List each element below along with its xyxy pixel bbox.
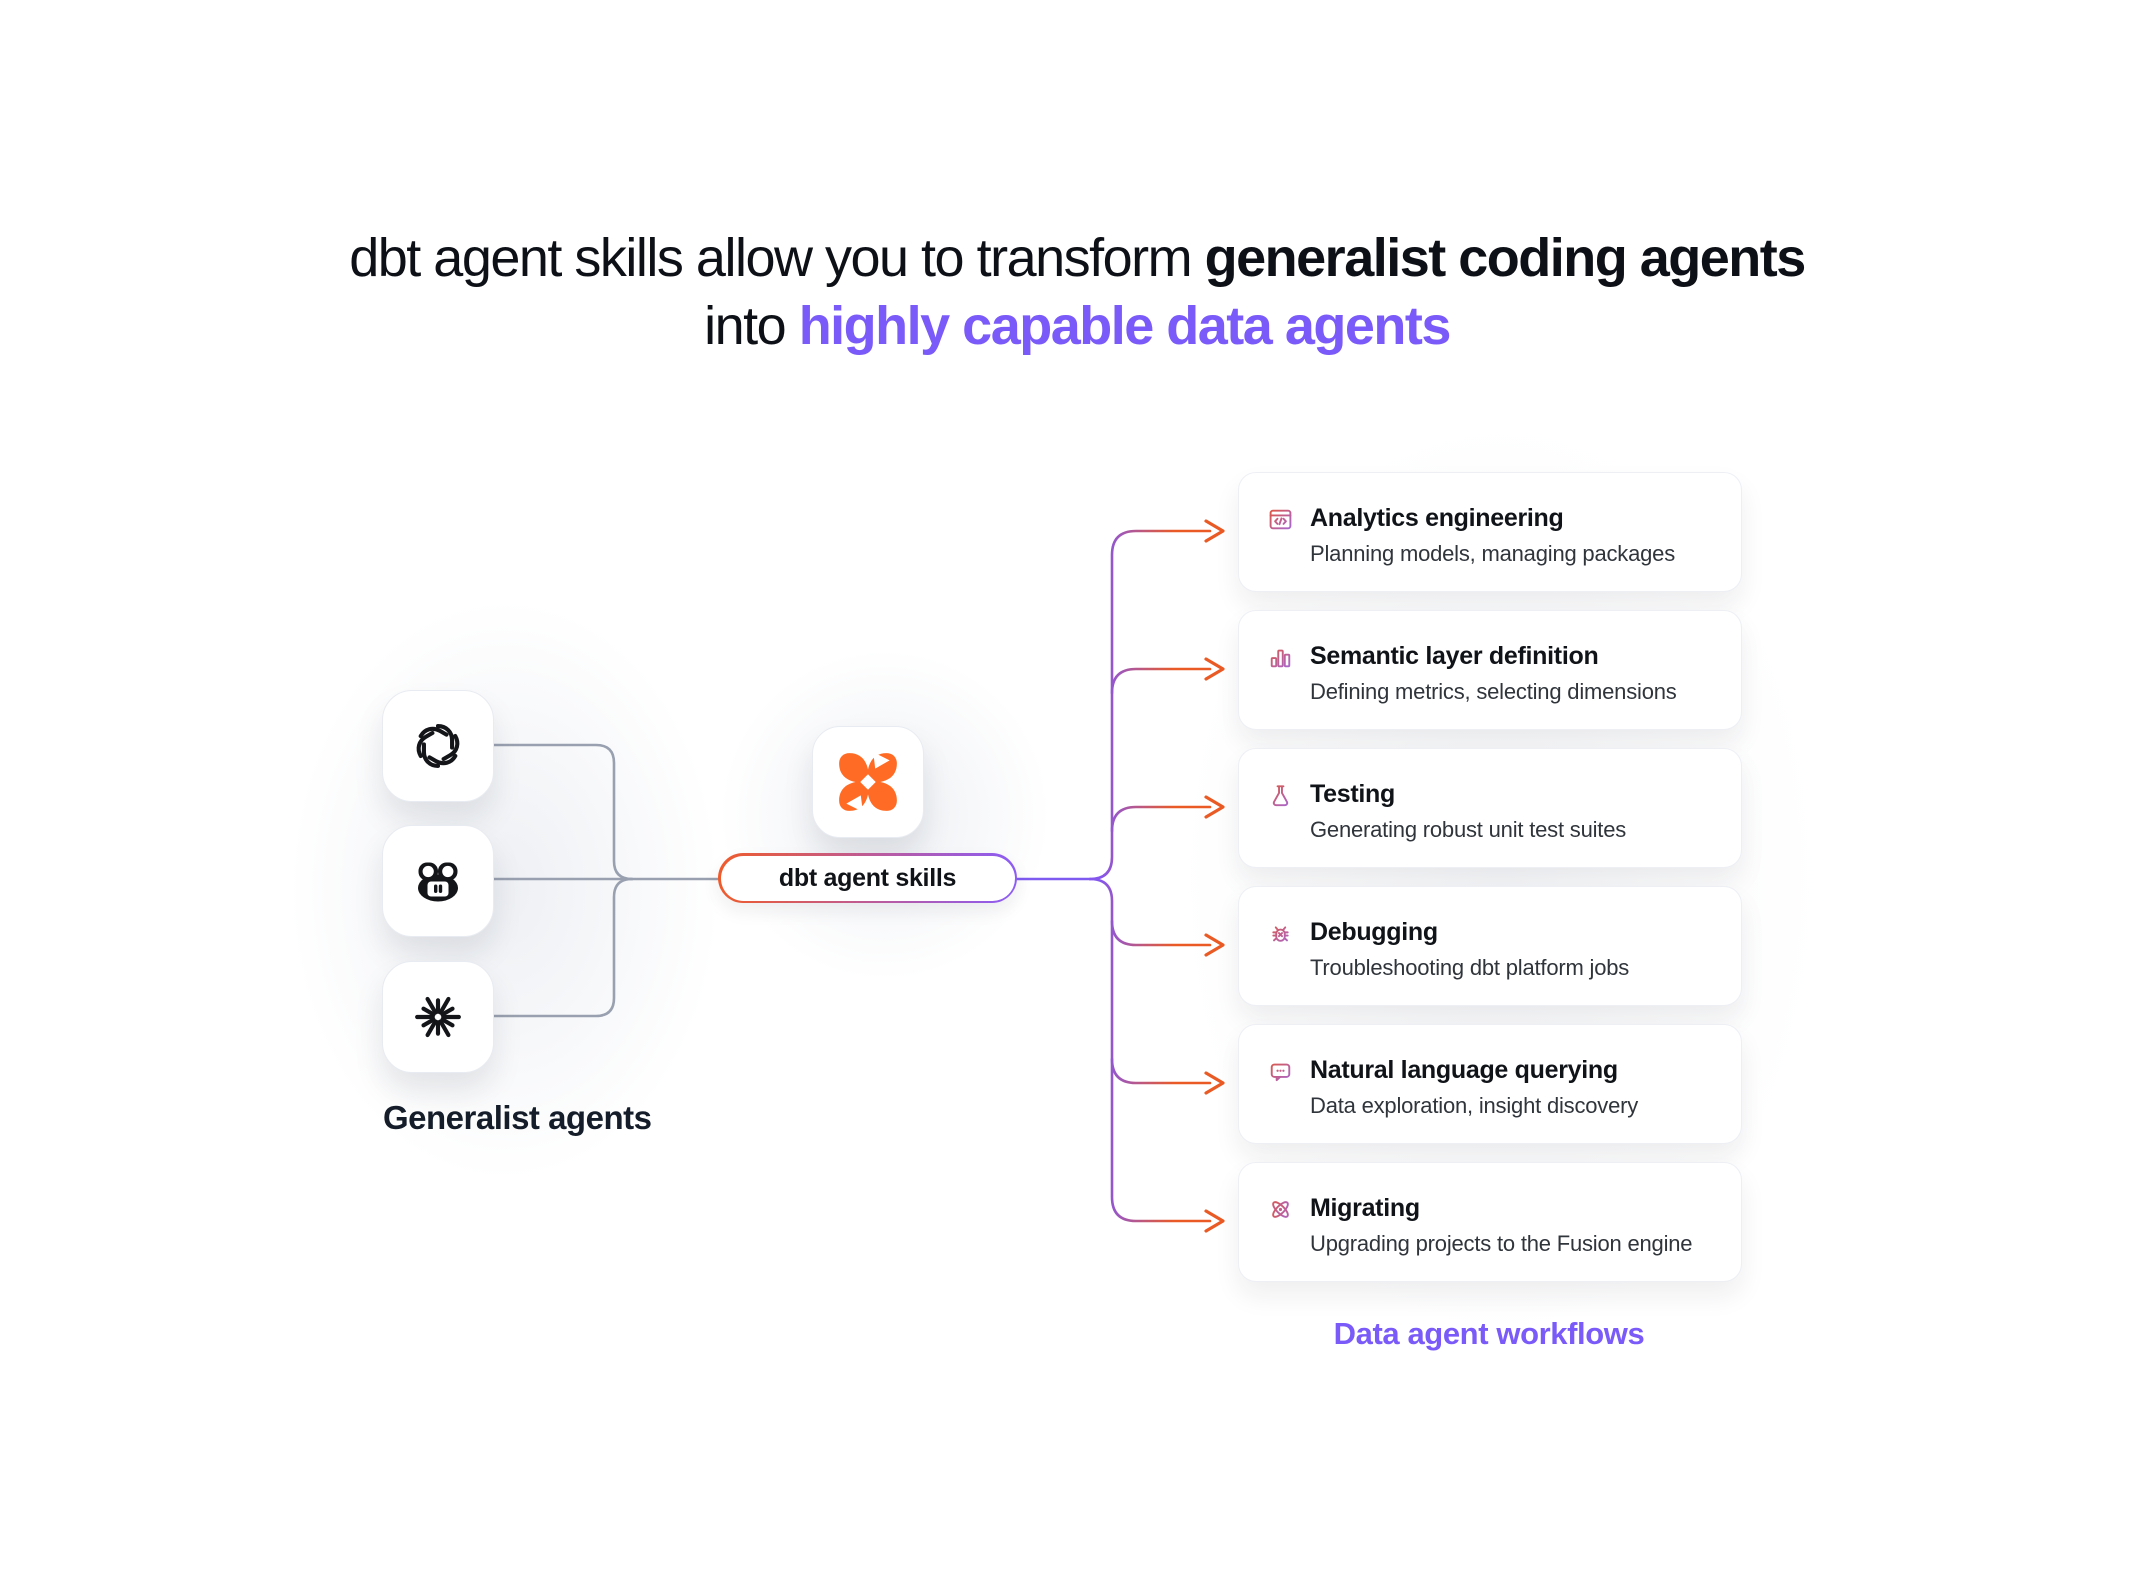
title-line-1: dbt agent skills allow you to transform … — [0, 224, 2154, 292]
branch-connectors — [1088, 529, 1212, 1223]
connector-openai — [490, 743, 634, 881]
branch-nlq — [1110, 1057, 1212, 1085]
arrowhead-icon — [1204, 519, 1225, 543]
workflow-title: Migrating — [1310, 1194, 1420, 1222]
workflow-title: Semantic layer definition — [1310, 642, 1599, 670]
branch-migrating — [1088, 877, 1212, 1223]
workflow-title: Natural language querying — [1310, 1056, 1618, 1084]
workflow-card-debugging: Debugging Troubleshooting dbt platform j… — [1238, 886, 1742, 1006]
generalist-agents-label: Generalist agents — [383, 1099, 652, 1136]
atom-icon — [1272, 1201, 1289, 1218]
code-window-icon — [1269, 509, 1292, 530]
workflow-subtitle: Defining metrics, selecting dimensions — [1310, 679, 1677, 704]
workflow-title: Testing — [1310, 780, 1395, 808]
workflow-card-semantic-layer: Semantic layer definition Defining metri… — [1238, 610, 1742, 730]
connector-claude — [490, 877, 634, 1018]
agent-tile-openai — [382, 690, 494, 802]
arrowhead-icon — [1204, 657, 1225, 681]
workflow-card-natural-language-querying: Natural language querying Data explorati… — [1238, 1024, 1742, 1144]
workflow-subtitle: Planning models, managing packages — [1310, 541, 1675, 566]
github-copilot-icon — [418, 862, 458, 902]
arrowhead-icon — [1204, 1071, 1225, 1095]
dbt-logo-tile — [812, 726, 924, 838]
agent-tile-github-copilot — [382, 825, 494, 937]
branch-debugging — [1110, 919, 1212, 947]
gray-connectors — [490, 743, 720, 1018]
data-agent-workflows-label: Data agent workflows — [1333, 1316, 1645, 1351]
dbt-logo-icon — [839, 752, 897, 812]
arrowhead-icon — [1204, 1209, 1225, 1233]
arrowhead-icon — [1204, 933, 1225, 957]
workflow-subtitle: Troubleshooting dbt platform jobs — [1310, 955, 1630, 980]
bar-chart-icon — [1270, 649, 1291, 668]
branch-testing — [1110, 805, 1212, 833]
workflow-card-analytics-engineering: Analytics engineering Planning models, m… — [1238, 472, 1742, 592]
title-line1-regular: dbt agent skills allow you to transform — [349, 228, 1205, 288]
bug-icon — [1272, 926, 1289, 942]
title-line1-bold: generalist coding agents — [1204, 228, 1807, 288]
workflow-card-testing: Testing Generating robust unit test suit… — [1238, 748, 1742, 868]
agent-tile-claude — [382, 961, 494, 1073]
claude-starburst-icon — [415, 996, 461, 1038]
workflow-subtitle: Upgrading projects to the Fusion engine — [1310, 1231, 1693, 1256]
workflow-subtitle: Data exploration, insight discovery — [1310, 1093, 1639, 1118]
openai-logo-icon — [416, 724, 460, 768]
workflow-title: Debugging — [1310, 918, 1438, 946]
workflow-title: Analytics engineering — [1310, 504, 1564, 532]
title-line-2: into highly capable data agents — [0, 292, 2154, 360]
page-title: dbt agent skills allow you to transform … — [0, 224, 2154, 360]
dbt-agent-skills-pill-label: dbt agent skills — [720, 855, 1015, 901]
arrowheads — [1204, 519, 1225, 1233]
chat-bubble-icon — [1270, 1063, 1291, 1082]
branch-semantic — [1110, 667, 1212, 695]
branch-analytics — [1088, 529, 1212, 881]
arrowhead-icon — [1204, 795, 1225, 819]
title-line2-bold: highly capable data agents — [798, 296, 1452, 356]
dbt-agent-skills-pill: dbt agent skills — [718, 853, 1017, 903]
flask-icon — [1272, 785, 1289, 807]
workflow-card-migrating: Migrating Upgrading projects to the Fusi… — [1238, 1162, 1742, 1282]
title-line2-regular: into — [704, 296, 799, 356]
workflow-subtitle: Generating robust unit test suites — [1310, 817, 1627, 842]
